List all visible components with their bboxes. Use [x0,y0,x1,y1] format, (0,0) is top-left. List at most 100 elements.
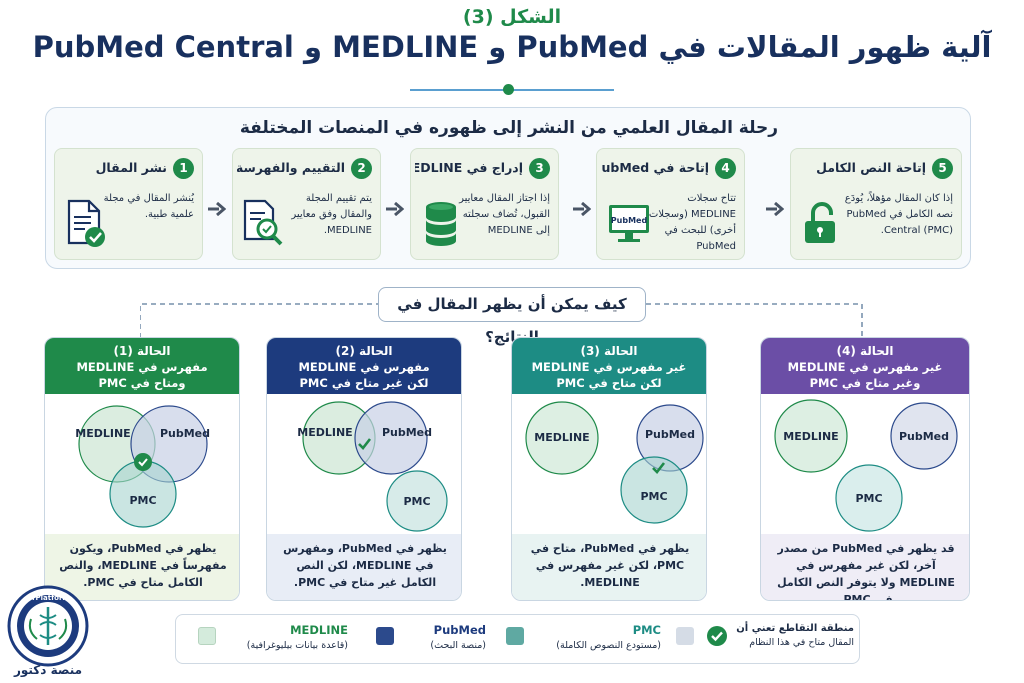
case-3: الحالة (3) غير مفهرس في MEDLINE لكن متاح… [511,337,707,601]
legend-pmc: PMC (مستودع النصوص الكاملة) [506,623,661,651]
step-number: 3 [529,158,550,179]
logo-caption: منصة دكتور [13,663,83,677]
document-check-icon [67,199,105,247]
case-number: الحالة (1) [113,344,171,358]
arrow-right-icon [386,202,404,216]
venn-diagram: MEDLINE PubMed PMC [774,399,958,532]
case-header: الحالة (2) مفهرس في MEDLINE لكن غير متاح… [267,338,461,394]
case-condition: مفهرس في MEDLINE [76,360,208,374]
step-title: إدراج في MEDLINE [415,160,523,175]
arrow-right-icon [208,202,226,216]
logo-ring-text: DrPlatform [26,594,69,602]
legend: MEDLINE (قاعدة بيانات بيليوغرافية) PubMe… [175,614,860,664]
connector-lines [140,303,863,338]
case-header: الحالة (4) غير مفهرس في MEDLINE وغير متا… [761,338,969,394]
step-number: 1 [173,158,194,179]
venn-diagram: MEDLINE PubMed PMC [525,401,704,524]
venn-diagram: MEDLINE PubMed PMC [297,401,448,532]
legend-name: PMC [632,623,661,637]
document-search-icon [243,199,283,246]
legend-swatch [676,627,694,645]
page-title: آلية ظهور المقالات في PubMed و MEDLINE و… [32,30,992,64]
legend-sub: (قاعدة بيانات بيليوغرافية) [246,640,348,651]
case-description: يظهر في PubMed، ومفهرس في MEDLINE، لكن ا… [267,534,461,600]
pubmed-label: PubMed [899,430,949,443]
step-5: 5 إتاحة النص الكامل إذا كان المقال مؤهلا… [790,148,962,260]
unlock-icon [805,202,835,243]
case-condition: غير مفهرس في MEDLINE [787,360,943,374]
pmc-label: PMC [640,490,667,503]
title-divider-dot [503,84,514,95]
case-number: الحالة (4) [836,344,894,358]
pmc-label: PMC [129,494,156,507]
case-4: الحالة (4) غير مفهرس في MEDLINE وغير متا… [760,337,970,601]
case-2: الحالة (2) مفهرس في MEDLINE لكن غير متاح… [266,337,462,601]
step-3: 3 إدراج في MEDLINE إذا اجتاز المقال معاي… [410,148,559,260]
pubmed-monitor-icon: PubMed [609,205,649,242]
legend-name: PubMed [433,623,486,637]
legend-medline: MEDLINE (قاعدة بيانات بيليوغرافية) [198,623,348,651]
check-icon [707,626,727,646]
legend-pubmed: PubMed (منصة البحث) [376,623,486,651]
case-description: يظهر في PubMed، متاح في PMC، لكن غير مفه… [512,534,706,600]
check-icon [652,462,666,474]
legend-sub: (مستودع النصوص الكاملة) [556,640,661,651]
case-1: الحالة (1) مفهرس في MEDLINE ومتاح في PMC… [44,337,240,601]
step-description: يُنشر المقال في مجلة علمية طبية. [103,193,194,220]
legend-name: MEDLINE [290,623,348,637]
case-condition: مفهرس في MEDLINE [298,360,430,374]
legend-sub: (منصة البحث) [430,640,486,651]
step-title: إتاحة في PubMed [601,160,709,175]
venn-diagram: MEDLINE PubMed PMC [75,405,210,528]
step-number: 4 [715,158,736,179]
case-number: الحالة (2) [335,344,393,358]
case-condition-2: ومتاح في PMC [98,376,186,390]
case-number: الحالة (3) [580,344,638,358]
pmc-circle [835,464,903,532]
step-number: 2 [351,158,372,179]
step-title: التقييم والفهرسة [237,160,345,175]
legend-intersection: منطقة التقاطع تعني أن المقال متاح في هذا… [676,623,854,648]
check-icon [134,453,152,471]
legend-swatch [198,627,216,645]
medline-label: MEDLINE [534,431,589,444]
step-number: 5 [932,158,953,179]
pmc-circle [620,456,688,524]
case-header: الحالة (3) غير مفهرس في MEDLINE لكن متاح… [512,338,706,394]
case-header: الحالة (1) مفهرس في MEDLINE ومتاح في PMC [45,338,239,394]
legend-swatch [376,627,394,645]
step-description: يتم تقييم المجلة والمقال وفق معايير MEDL… [291,193,372,236]
journey-panel: رحلة المقال العلمي من النشر إلى ظهوره في… [45,107,971,269]
case-condition-2: لكن غير متاح في PMC [299,376,429,390]
case-condition-2: لكن متاح في PMC [556,376,662,390]
database-icon [426,202,456,246]
figure-label: الشكل (3) [462,6,562,28]
step-4: 4 إتاحة في PubMed تتاح سجلات MEDLINE (وس… [596,148,745,260]
pubmed-label: PubMed [645,428,695,441]
pubmed-label: PubMed [382,426,432,439]
arrow-right-icon [766,202,784,216]
check-icon [358,438,372,450]
medline-label: MEDLINE [297,426,352,439]
legend-name: منطقة التقاطع تعني أن [736,623,854,634]
step-description: إذا كان المقال مؤهلاً، يُودَع نصه الكامل… [844,193,953,236]
legend-sub: المقال متاح في هذا النظام [749,637,854,648]
step-description: تتاح سجلات MEDLINE (وسجلات أخرى) للبحث ف… [648,193,736,252]
case-description: يظهر في PubMed، ويكون مفهرساً في MEDLINE… [45,534,239,600]
step-title: نشر المقال [95,160,167,175]
pmc-circle [386,470,448,532]
journey-title: رحلة المقال العلمي من النشر إلى ظهوره في… [239,118,779,138]
medline-circle [774,399,848,473]
case-condition: غير مفهرس في MEDLINE [531,360,687,374]
case-condition-2: وغير متاح في PMC [809,376,921,390]
step-title: إتاحة النص الكامل [816,160,926,175]
medline-label: MEDLINE [783,430,838,443]
arrow-right-icon [573,202,591,216]
medline-circle [525,401,599,475]
question-box: كيف يمكن أن يظهر المقال في النتائج؟ [378,287,646,346]
monitor-label: PubMed [611,216,648,225]
pmc-label: PMC [855,492,882,505]
medline-label: MEDLINE [75,427,130,440]
pmc-label: PMC [403,495,430,508]
legend-swatch [506,627,524,645]
